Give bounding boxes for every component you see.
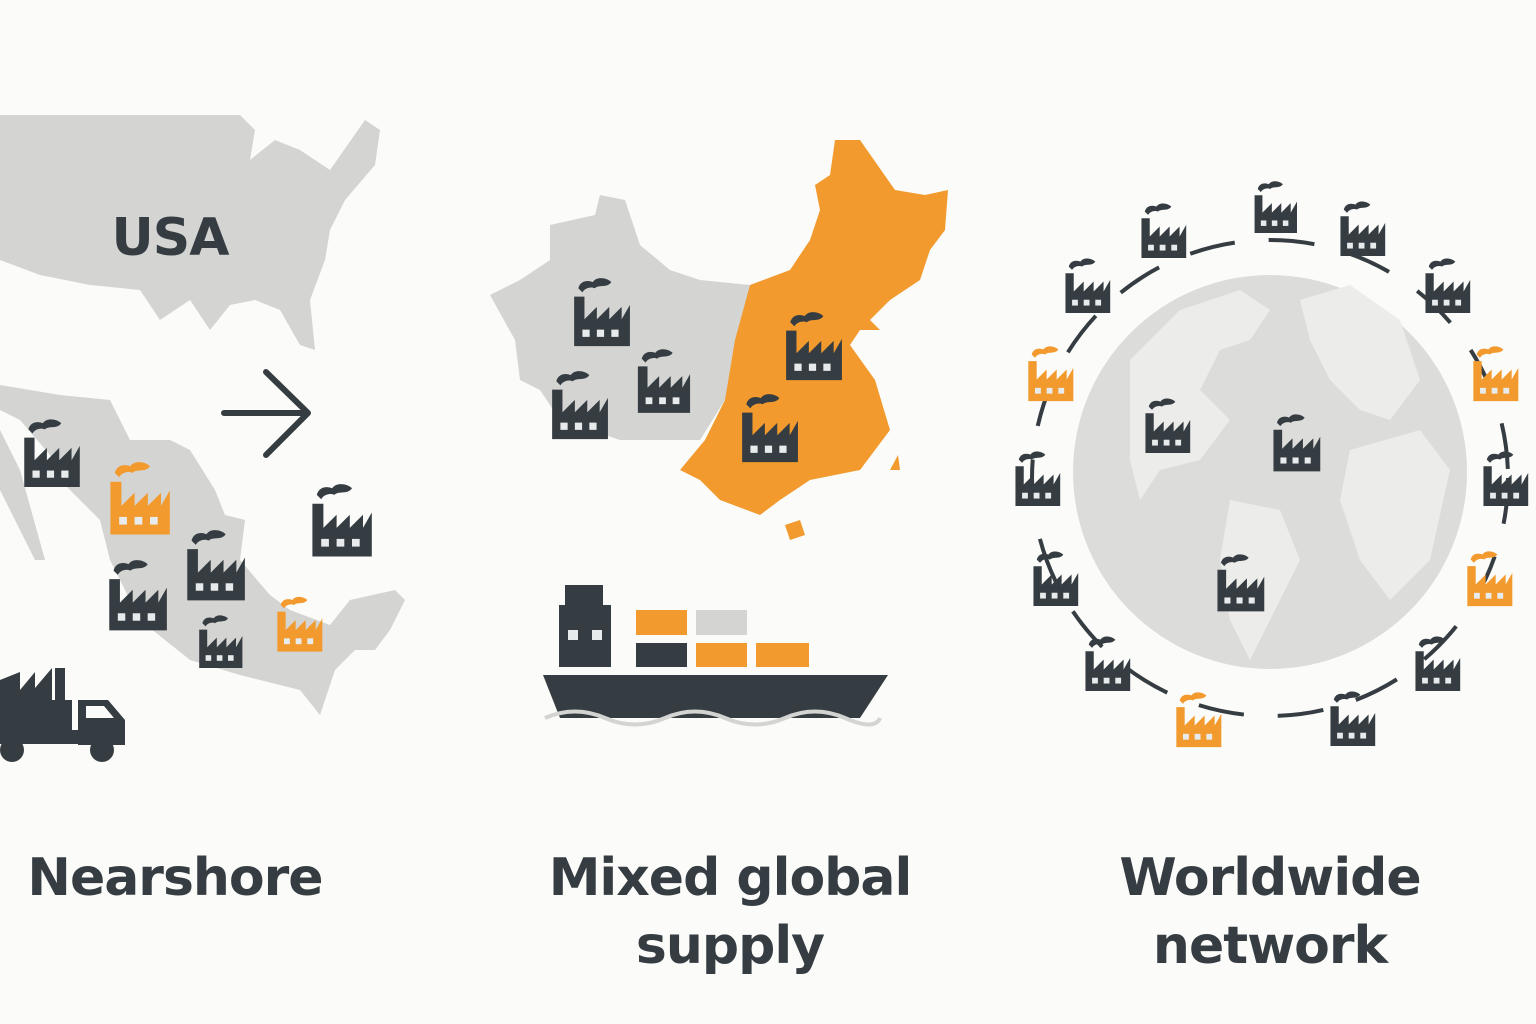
- panel-mixed-global: Mixed global supply: [490, 140, 948, 976]
- panel-title: network: [1153, 916, 1390, 976]
- factory-icon: [1015, 451, 1061, 506]
- factory-icon: [1340, 201, 1386, 256]
- panel-title: Nearshore: [27, 848, 322, 908]
- factory-icon: [1330, 691, 1376, 746]
- panel-title: Mixed global: [549, 848, 912, 908]
- factory-icon: [1085, 636, 1131, 691]
- factory-icon: [1425, 258, 1471, 313]
- panel-title: supply: [636, 916, 824, 976]
- factory-icon: [1065, 258, 1111, 313]
- factory-icon: [1141, 203, 1187, 258]
- factory-icon-highlighted: [1467, 551, 1513, 607]
- factory-icon-highlighted: [1176, 692, 1222, 748]
- factory-icon-highlighted: [1028, 346, 1074, 402]
- factory-icon-highlighted: [1473, 346, 1519, 402]
- globe-icon: [1073, 275, 1467, 669]
- usa-map: [0, 115, 380, 350]
- cargo-ship-icon: [543, 585, 888, 727]
- truck-icon: [0, 668, 125, 762]
- usa-label: USA: [112, 208, 230, 268]
- factory-icon: [1254, 181, 1297, 233]
- arrow-right-icon: [221, 369, 311, 458]
- panel-title: Worldwide: [1119, 848, 1420, 908]
- panel-worldwide: Worldwide network: [1015, 181, 1529, 976]
- panel-nearshore: USA Nearshore: [0, 115, 405, 908]
- factory-icon: [312, 484, 372, 557]
